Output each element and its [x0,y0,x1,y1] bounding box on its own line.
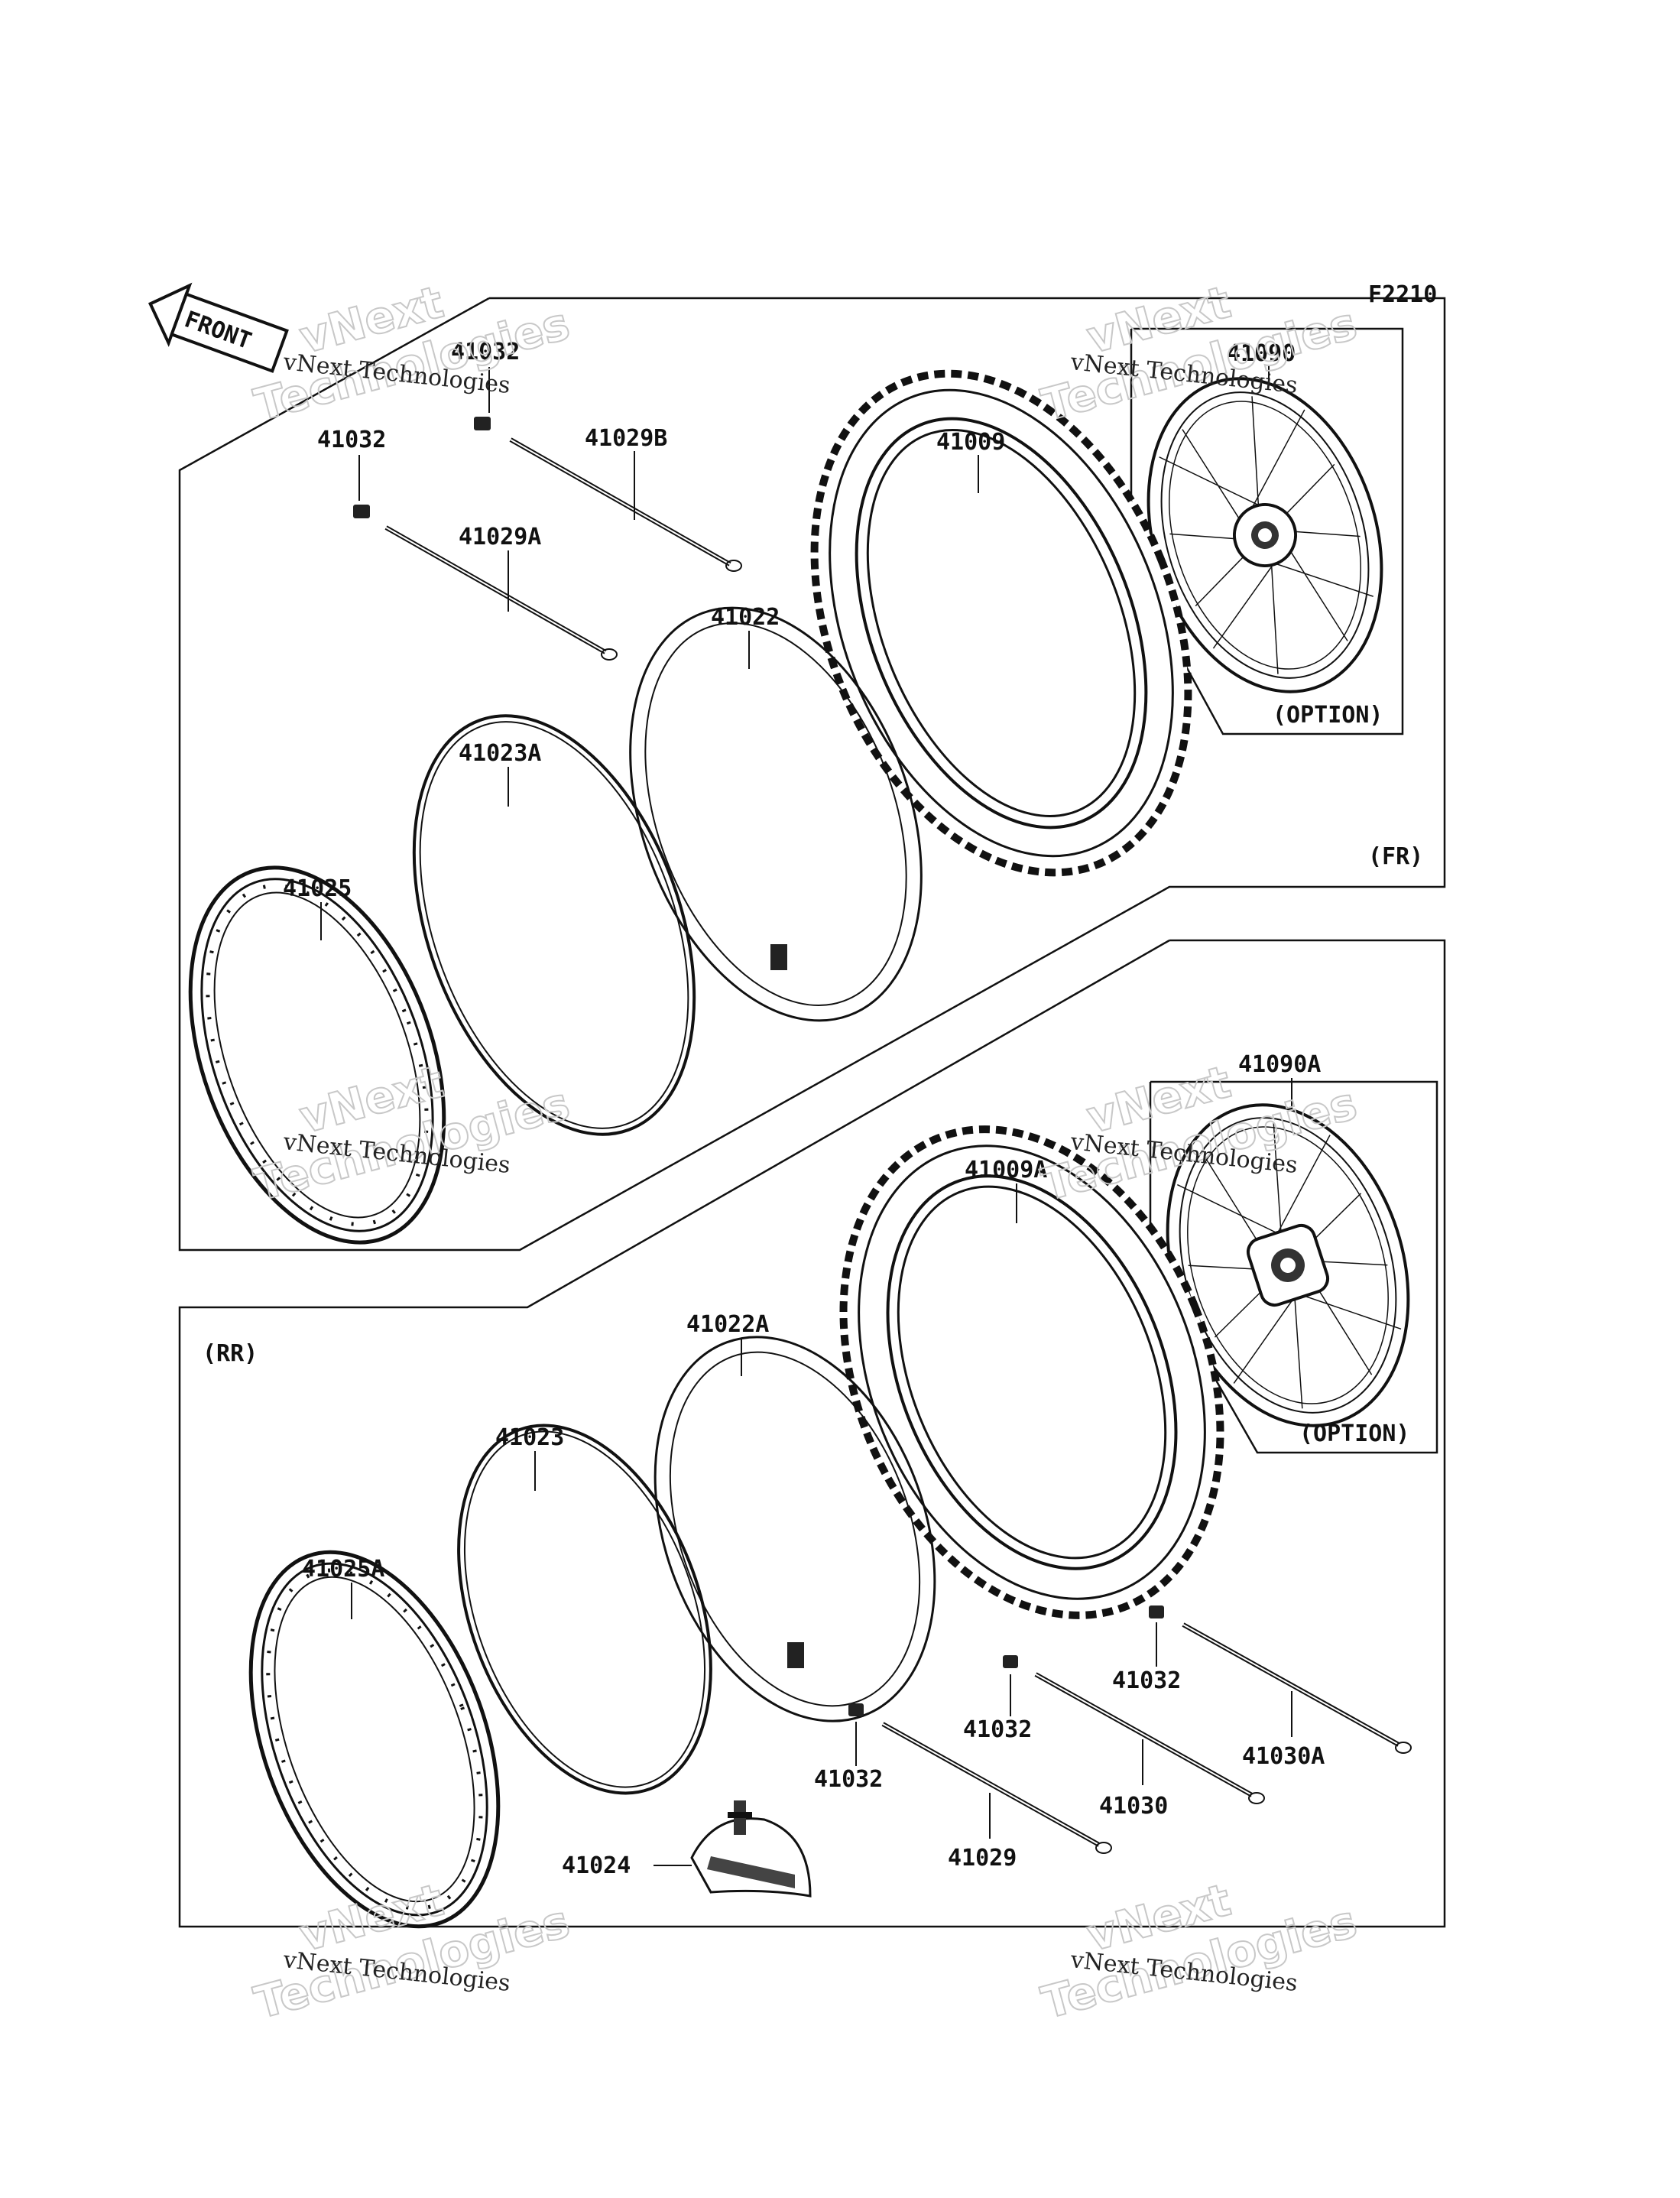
rear-tube-valve [787,1642,804,1668]
part-label-41022A: 41022A [686,1311,769,1338]
front-nipple-a [353,505,370,518]
figure-code: F2210 [1368,281,1437,308]
front-rim-band [412,714,696,1136]
watermark-1: vNext Technologies [248,275,576,432]
front-rim [188,865,446,1245]
part-label-41009: 41009 [936,429,1005,456]
part-label-41032-rear-a: 41032 [814,1766,883,1793]
rear-tire [839,1125,1224,1619]
front-arrow-icon: FRONT [148,282,289,373]
rear-spoke-41029 [881,1722,1112,1854]
part-label-41090: 41090 [1227,340,1296,367]
watermark-3: vNext Technologies [248,1055,576,1212]
part-label-41090A: 41090A [1238,1051,1321,1078]
part-label-41009A: 41009A [965,1157,1047,1183]
rear-spoke-41030 [1034,1672,1265,1804]
front-tube [629,606,923,1022]
part-label-41029: 41029 [948,1845,1017,1872]
rear-rim-band [457,1424,712,1795]
front-section-frame [178,297,1446,1252]
rear-tube [654,1336,936,1722]
front-tire [810,369,1192,877]
part-label-41025A: 41025A [302,1556,384,1583]
front-section-tag: (FR) [1368,843,1423,870]
part-label-41030A: 41030A [1242,1743,1325,1770]
part-label-41032-rear-c: 41032 [1112,1667,1181,1694]
part-label-41022: 41022 [711,604,780,631]
part-label-41029A: 41029A [459,524,541,550]
part-label-41029B: 41029B [585,425,667,452]
front-tube-valve [770,944,787,970]
rear-section-frame [178,939,1446,1928]
part-label-41023: 41023 [495,1424,564,1451]
front-spoke-41029A [384,525,618,661]
rear-nipple-c [1149,1605,1164,1618]
part-label-41032-front-b: 41032 [451,339,520,365]
rear-nipple-a [848,1703,864,1716]
watermark-2: vNext Technologies [1036,275,1363,432]
part-label-41032-front-a: 41032 [317,427,386,453]
watermark-5: vNext Technologies [248,1873,576,2030]
front-option-label: (OPTION) [1273,702,1383,729]
front-nipple-b [474,417,491,430]
part-label-41032-rear-b: 41032 [963,1716,1032,1743]
rear-section-tag: (RR) [203,1340,258,1367]
part-label-41023A: 41023A [459,740,541,767]
rear-spoke-41030A [1182,1622,1412,1754]
rim-lock [690,1800,812,1898]
watermark-6: vNext Technologies [1036,1873,1363,2030]
rear-nipple-b [1003,1655,1018,1668]
front-spoke-41029B [509,437,742,572]
part-label-41030: 41030 [1099,1793,1168,1820]
part-label-41024: 41024 [562,1852,631,1879]
part-label-41025: 41025 [283,875,352,902]
